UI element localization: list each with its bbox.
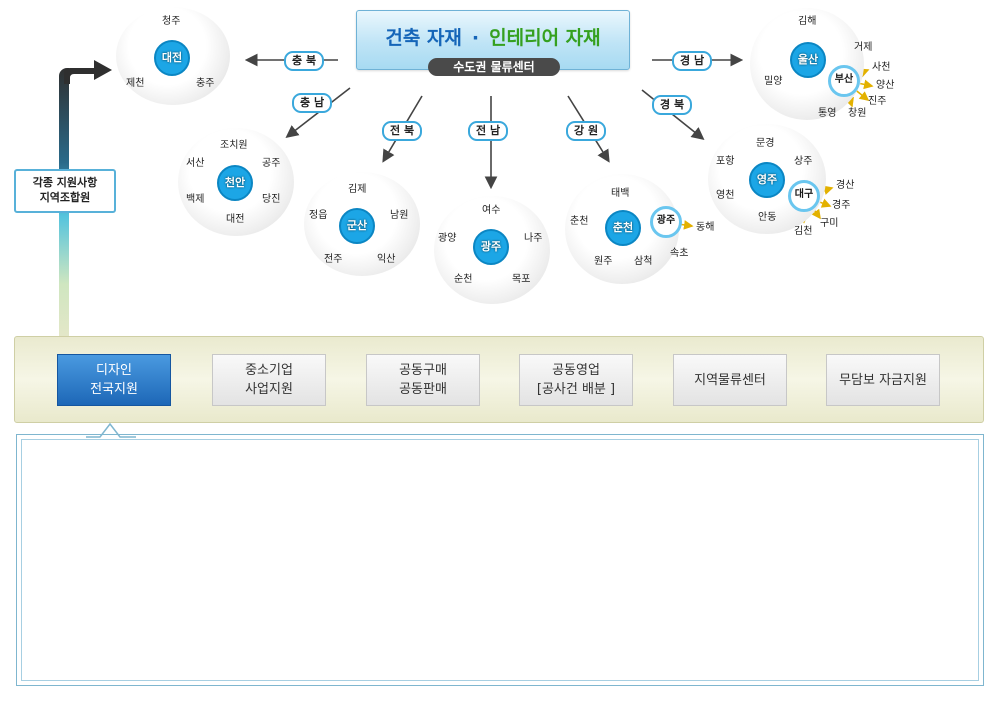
city-label: 경주 (832, 200, 851, 211)
tab-label: 사업지원 (245, 382, 293, 397)
hub-gangwon-sub-ring (650, 206, 682, 238)
city-label: 춘천 (570, 216, 589, 227)
support-arrow-head (64, 60, 112, 84)
city-label: 동해 (696, 222, 715, 233)
city-label: 창원 (848, 108, 867, 119)
tab-design-support[interactable]: 디자인 전국지원 (57, 354, 171, 406)
city-label: 속초 (670, 248, 689, 259)
city-label: 진주 (868, 96, 887, 107)
hub-chungbuk-center (154, 40, 190, 76)
city-label: 공주 (262, 158, 281, 169)
city-label: 광양 (438, 233, 457, 244)
city-label: 익산 (377, 254, 396, 265)
city-label: 청주 (162, 16, 181, 27)
city-label: 거제 (854, 42, 873, 53)
city-label: 문경 (756, 138, 775, 149)
city-label: 대전 (226, 214, 245, 225)
city-label: 태백 (611, 188, 630, 199)
city-label: 당진 (262, 194, 281, 205)
tab-label: 공동구매 (399, 363, 447, 378)
city-label: 전주 (324, 254, 343, 265)
hub-gyeongnam-center-label: 울산 (797, 53, 819, 66)
title-part-interior: 인테리어 자재 (489, 27, 601, 49)
support-line-2: 지역조합원 (39, 191, 91, 204)
city-label: 제천 (126, 78, 145, 89)
title-separator: · (471, 27, 480, 49)
hub-jeonnam-center (473, 229, 509, 265)
region-gyeongbuk-pill[interactable]: 경 북 (652, 95, 693, 115)
hub-gyeongbuk-sub-ring (788, 180, 820, 212)
hub-jeonbuk-center (339, 208, 375, 244)
city-label: 여수 (482, 205, 501, 216)
hub-gyeongbuk-center-label: 영주 (756, 173, 778, 186)
tab-joint-purchase[interactable]: 공동구매 공동판매 (366, 354, 480, 406)
hub-chungnam-center (217, 165, 253, 201)
tab-unsecured-funding[interactable]: 무담보 자금지원 (826, 354, 940, 406)
panel-pointer (86, 422, 136, 438)
region-jeonnam-pill[interactable]: 전 남 (468, 121, 509, 141)
city-label: 서산 (186, 158, 205, 169)
city-label: 양산 (876, 80, 895, 91)
hub-jeonbuk-center-label: 군산 (346, 219, 368, 232)
tab-label: 디자인 (96, 363, 132, 378)
support-line-1: 각종 지원사항 (32, 176, 98, 189)
hub-gangwon-center (605, 210, 641, 246)
region-gyeongnam-pill[interactable]: 경 남 (672, 51, 713, 71)
hub-chungbuk-center-label: 대전 (161, 51, 183, 64)
hub-gangwon-center-label: 춘천 (612, 221, 634, 234)
city-label: 포항 (716, 156, 735, 167)
content-panel (16, 434, 984, 686)
city-label: 목포 (512, 274, 531, 285)
service-tab-bar: 디자인 전국지원 중소기업 사업지원 공동구매 공동판매 공동영업 [공사건 배… (14, 336, 984, 423)
hub-gyeongbuk-sub-label: 대구 (794, 189, 814, 200)
city-label: 정읍 (309, 210, 328, 221)
city-label: 경산 (836, 180, 855, 191)
city-label: 구미 (820, 218, 839, 229)
tab-label: 공동영업 (552, 363, 600, 378)
support-label: 각종 지원사항 지역조합원 (14, 169, 116, 213)
hub-gangwon-sub-label: 광주 (656, 215, 676, 226)
tab-label: 전국지원 (90, 382, 138, 397)
hub-jeonnam-center-label: 광주 (480, 240, 502, 253)
city-label: 원주 (594, 256, 613, 267)
tab-label: [공사건 배분 ] (536, 382, 616, 397)
city-label: 밀양 (764, 76, 783, 87)
region-chungnam-pill[interactable]: 충 남 (292, 93, 333, 113)
hub-gyeongbuk-center (749, 162, 785, 198)
city-label: 나주 (524, 233, 543, 244)
main-title: 건축 자재 · 인테리어 자재 (357, 23, 629, 50)
tab-label: 지역물류센터 (694, 372, 766, 388)
region-chungbuk-pill[interactable]: 충 북 (284, 51, 325, 71)
city-label: 남원 (390, 210, 409, 221)
city-label: 김제 (348, 184, 367, 195)
city-label: 김천 (794, 226, 813, 237)
city-label: 영천 (716, 190, 735, 201)
city-label: 삼척 (634, 256, 653, 267)
tab-sme-support[interactable]: 중소기업 사업지원 (212, 354, 326, 406)
city-label: 김해 (798, 16, 817, 27)
tab-label: 공동판매 (399, 382, 447, 397)
tab-joint-sales[interactable]: 공동영업 [공사건 배분 ] (519, 354, 633, 406)
city-label: 조치원 (220, 140, 248, 151)
hub-gyeongnam-sub-label: 부산 (834, 74, 854, 85)
title-part-building: 건축 자재 (385, 27, 462, 49)
tab-regional-logistics[interactable]: 지역물류센터 (673, 354, 787, 406)
city-label: 충주 (196, 78, 215, 89)
hub-chungnam-center-label: 천안 (224, 176, 246, 189)
region-gangwon-pill[interactable]: 강 원 (566, 121, 607, 141)
region-jeonbuk-pill[interactable]: 전 북 (382, 121, 423, 141)
city-label: 안동 (758, 212, 777, 223)
hub-gyeongnam-center (790, 42, 826, 78)
city-label: 백제 (186, 194, 205, 205)
city-label: 상주 (794, 156, 813, 167)
tab-label: 무담보 자금지원 (839, 372, 927, 388)
city-label: 사천 (872, 62, 891, 73)
content-area (21, 439, 979, 681)
city-label: 통영 (818, 108, 837, 119)
tab-label: 중소기업 (245, 363, 293, 378)
hub-gyeongnam-sub-ring (828, 65, 860, 97)
logistics-center-label: 수도권 물류센터 (428, 58, 560, 76)
city-label: 순천 (454, 274, 473, 285)
